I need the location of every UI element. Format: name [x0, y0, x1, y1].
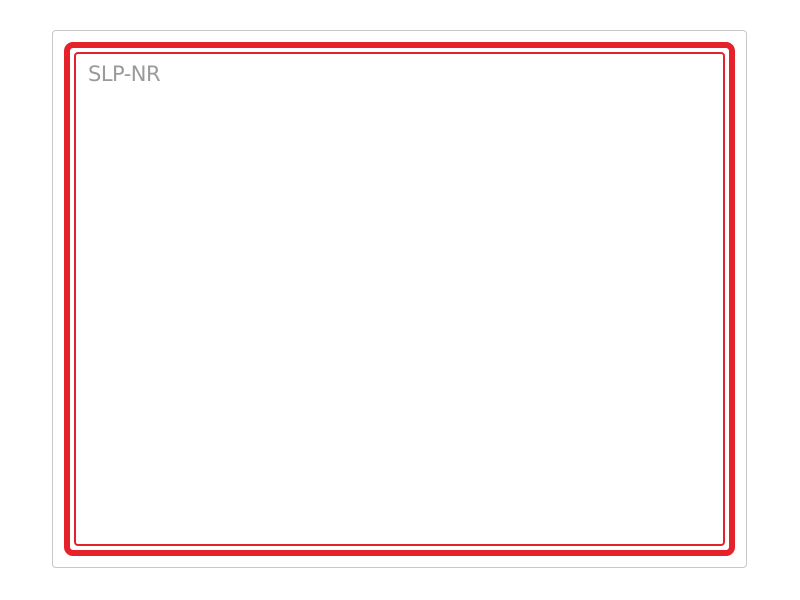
label-code: SLP-NR	[88, 62, 161, 86]
label-card: SLP-NR	[52, 30, 747, 568]
inner-red-frame: SLP-NR	[74, 52, 725, 546]
outer-red-frame: SLP-NR	[64, 42, 735, 556]
